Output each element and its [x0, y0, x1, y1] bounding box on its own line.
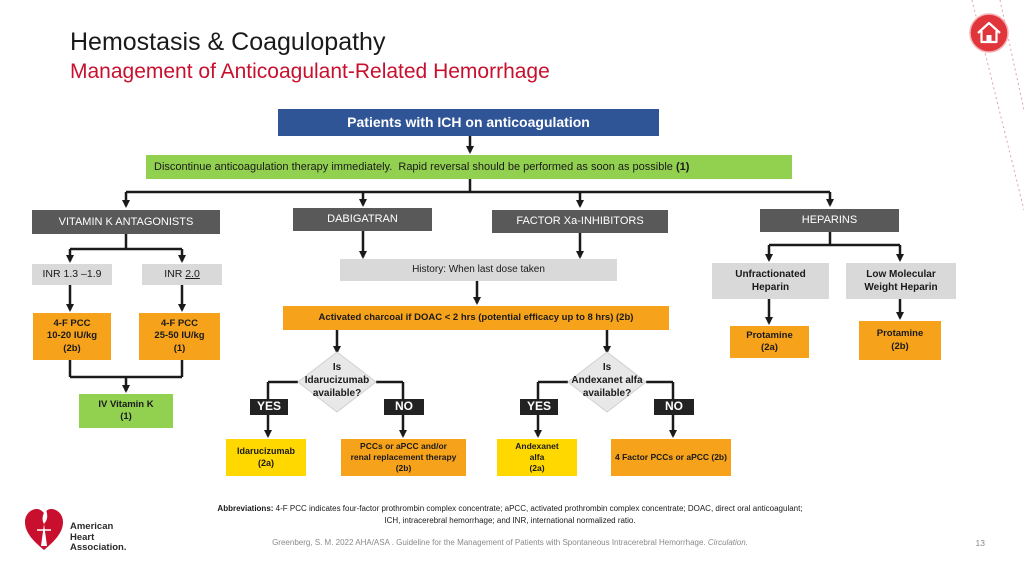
protamine-2a-box: Protamine (2a)	[730, 326, 809, 358]
protamine-2b-box: Protamine (2b)	[859, 321, 941, 360]
inr-high-prefix: INR	[164, 267, 186, 280]
pcc-high-line-3: (1)	[173, 342, 186, 354]
charcoal-box: Activated charcoal if DOAC < 2 hrs (pote…	[283, 306, 669, 330]
unfractionated-line-2: Heparin	[751, 282, 790, 293]
protamine-2b-line-1: Protamine	[876, 328, 924, 340]
category-vka: VITAMIN K ANTAGONISTS	[32, 210, 220, 234]
idarucizumab-box: Idarucizumab (2a)	[226, 439, 306, 476]
pcc-high-line-1: 4-F PCC	[161, 317, 198, 329]
andexanet-question-line-2: Andexanet alfa	[571, 375, 643, 386]
page-number: 13	[975, 538, 985, 548]
slide-title: Hemostasis & Coagulopathy	[70, 28, 386, 56]
unfractionated-line-1: Unfractionated	[735, 269, 806, 280]
abbreviations: Abbreviations: 4-F PCC indicates four-fa…	[180, 503, 840, 528]
diamond-idarucizumab	[297, 351, 377, 413]
vitamin-k-box: IV Vitamin K (1)	[79, 394, 173, 428]
andexanet-question-line-1: Is	[602, 362, 612, 373]
abbreviations-text-1: 4-F PCC indicates four-factor prothrombi…	[273, 504, 803, 513]
inr-low-box: INR 1.3 –1.9	[32, 264, 112, 285]
discontinue-box: Discontinue anticoagulation therapy imme…	[146, 155, 792, 179]
andexanet-question-line-3: available?	[582, 388, 632, 399]
no-label-right: NO	[654, 399, 694, 415]
idarucizumab-line-2: (2a)	[257, 457, 274, 468]
andexanet-line-1: Andexanet	[515, 440, 559, 451]
idarucizumab-question-line-3: available?	[312, 388, 362, 399]
yes-label-right: YES	[520, 399, 558, 415]
no-label-left: NO	[384, 399, 424, 415]
pcc-low-line-3: (2b)	[63, 342, 81, 354]
category-dabigatran: DABIGATRAN	[293, 208, 432, 231]
abbreviations-label: Abbreviations:	[217, 504, 274, 513]
pccs-apcc-line-2: renal replacement therapy	[350, 451, 457, 462]
diamond-andexanet	[567, 351, 647, 413]
citation-main: Greenberg, S. M. 2022 AHA/ASA . Guidelin…	[272, 538, 708, 547]
citation-journal: Circulation.	[707, 538, 748, 547]
andexanet-line-3: (2a)	[529, 463, 545, 474]
idarucizumab-question-line-1: Is	[332, 362, 342, 373]
abbreviations-line-1: Abbreviations: 4-F PCC indicates four-fa…	[180, 503, 840, 515]
pccs-apcc-line-1: PCCs or aPCC and/or	[360, 440, 447, 451]
aha-logo-line-3: Association.	[70, 542, 127, 554]
citation: Greenberg, S. M. 2022 AHA/ASA . Guidelin…	[180, 538, 840, 547]
protamine-2a-line-1: Protamine	[746, 329, 793, 341]
pccs-apcc-line-3: (2b)	[395, 463, 412, 474]
pcc-high-box: 4-F PCC 25-50 IU/kg (1)	[139, 313, 220, 360]
inr-high-value: 2.0	[185, 267, 200, 280]
slide-subtitle: Management of Anticoagulant-Related Hemo…	[70, 60, 550, 83]
aha-logo-text: American Heart Association.	[70, 521, 127, 554]
idarucizumab-line-1: Idarucizumab	[236, 445, 295, 456]
start-box: Patients with ICH on anticoagulation	[278, 109, 659, 136]
pcc-low-line-2: 10-20 IU/kg	[46, 330, 98, 342]
pcc-low-box: 4-F PCC 10-20 IU/kg (2b)	[33, 313, 111, 360]
idarucizumab-question: Is Idarucizumab available?	[283, 361, 391, 400]
lmwh-box: Low Molecular Weight Heparin	[846, 263, 956, 299]
protamine-2b-line-2: (2b)	[891, 340, 909, 352]
lmwh-line-1: Low Molecular	[866, 269, 936, 280]
pccs-apcc-box: PCCs or aPCC and/or renal replacement th…	[341, 439, 466, 476]
unfractionated-heparin-box: Unfractionated Heparin	[712, 263, 829, 299]
pcc-low-line-1: 4-F PCC	[53, 317, 91, 329]
aha-logo-line-1: American	[70, 521, 114, 532]
category-heparins: HEPARINS	[760, 209, 899, 232]
inr-high-box: INR 2.0	[142, 264, 222, 285]
andexanet-box: Andexanet alfa (2a)	[497, 439, 577, 476]
pcc-high-line-2: 25-50 IU/kg	[154, 330, 205, 342]
aha-heart-torch-icon	[22, 500, 66, 554]
abbreviations-text-2: ICH, intracerebral hemorrhage; and INR, …	[384, 516, 636, 526]
four-factor-pcc-box: 4 Factor PCCs or aPCC (2b)	[611, 439, 731, 476]
andexanet-question: Is Andexanet alfa available?	[553, 361, 661, 400]
lmwh-line-2: Weight Heparin	[864, 282, 938, 293]
idarucizumab-question-line-2: Idarucizumab	[304, 375, 370, 386]
history-box: History: When last dose taken	[340, 259, 617, 281]
vitamin-k-line-2: (1)	[120, 411, 132, 422]
andexanet-line-2: alfa	[529, 451, 545, 462]
home-icon[interactable]	[968, 12, 1010, 54]
discontinue-text: Discontinue anticoagulation therapy imme…	[154, 160, 676, 173]
vitamin-k-line-1: IV Vitamin K	[98, 398, 154, 410]
yes-label-left: YES	[250, 399, 288, 415]
decor-line-2	[999, 0, 1024, 111]
discontinue-level: (1)	[675, 160, 690, 173]
protamine-2a-line-2: (2a)	[761, 342, 778, 353]
aha-logo-line-2: Heart	[70, 531, 95, 543]
category-factor-xa: FACTOR Xa-INHIBITORS	[492, 210, 668, 233]
